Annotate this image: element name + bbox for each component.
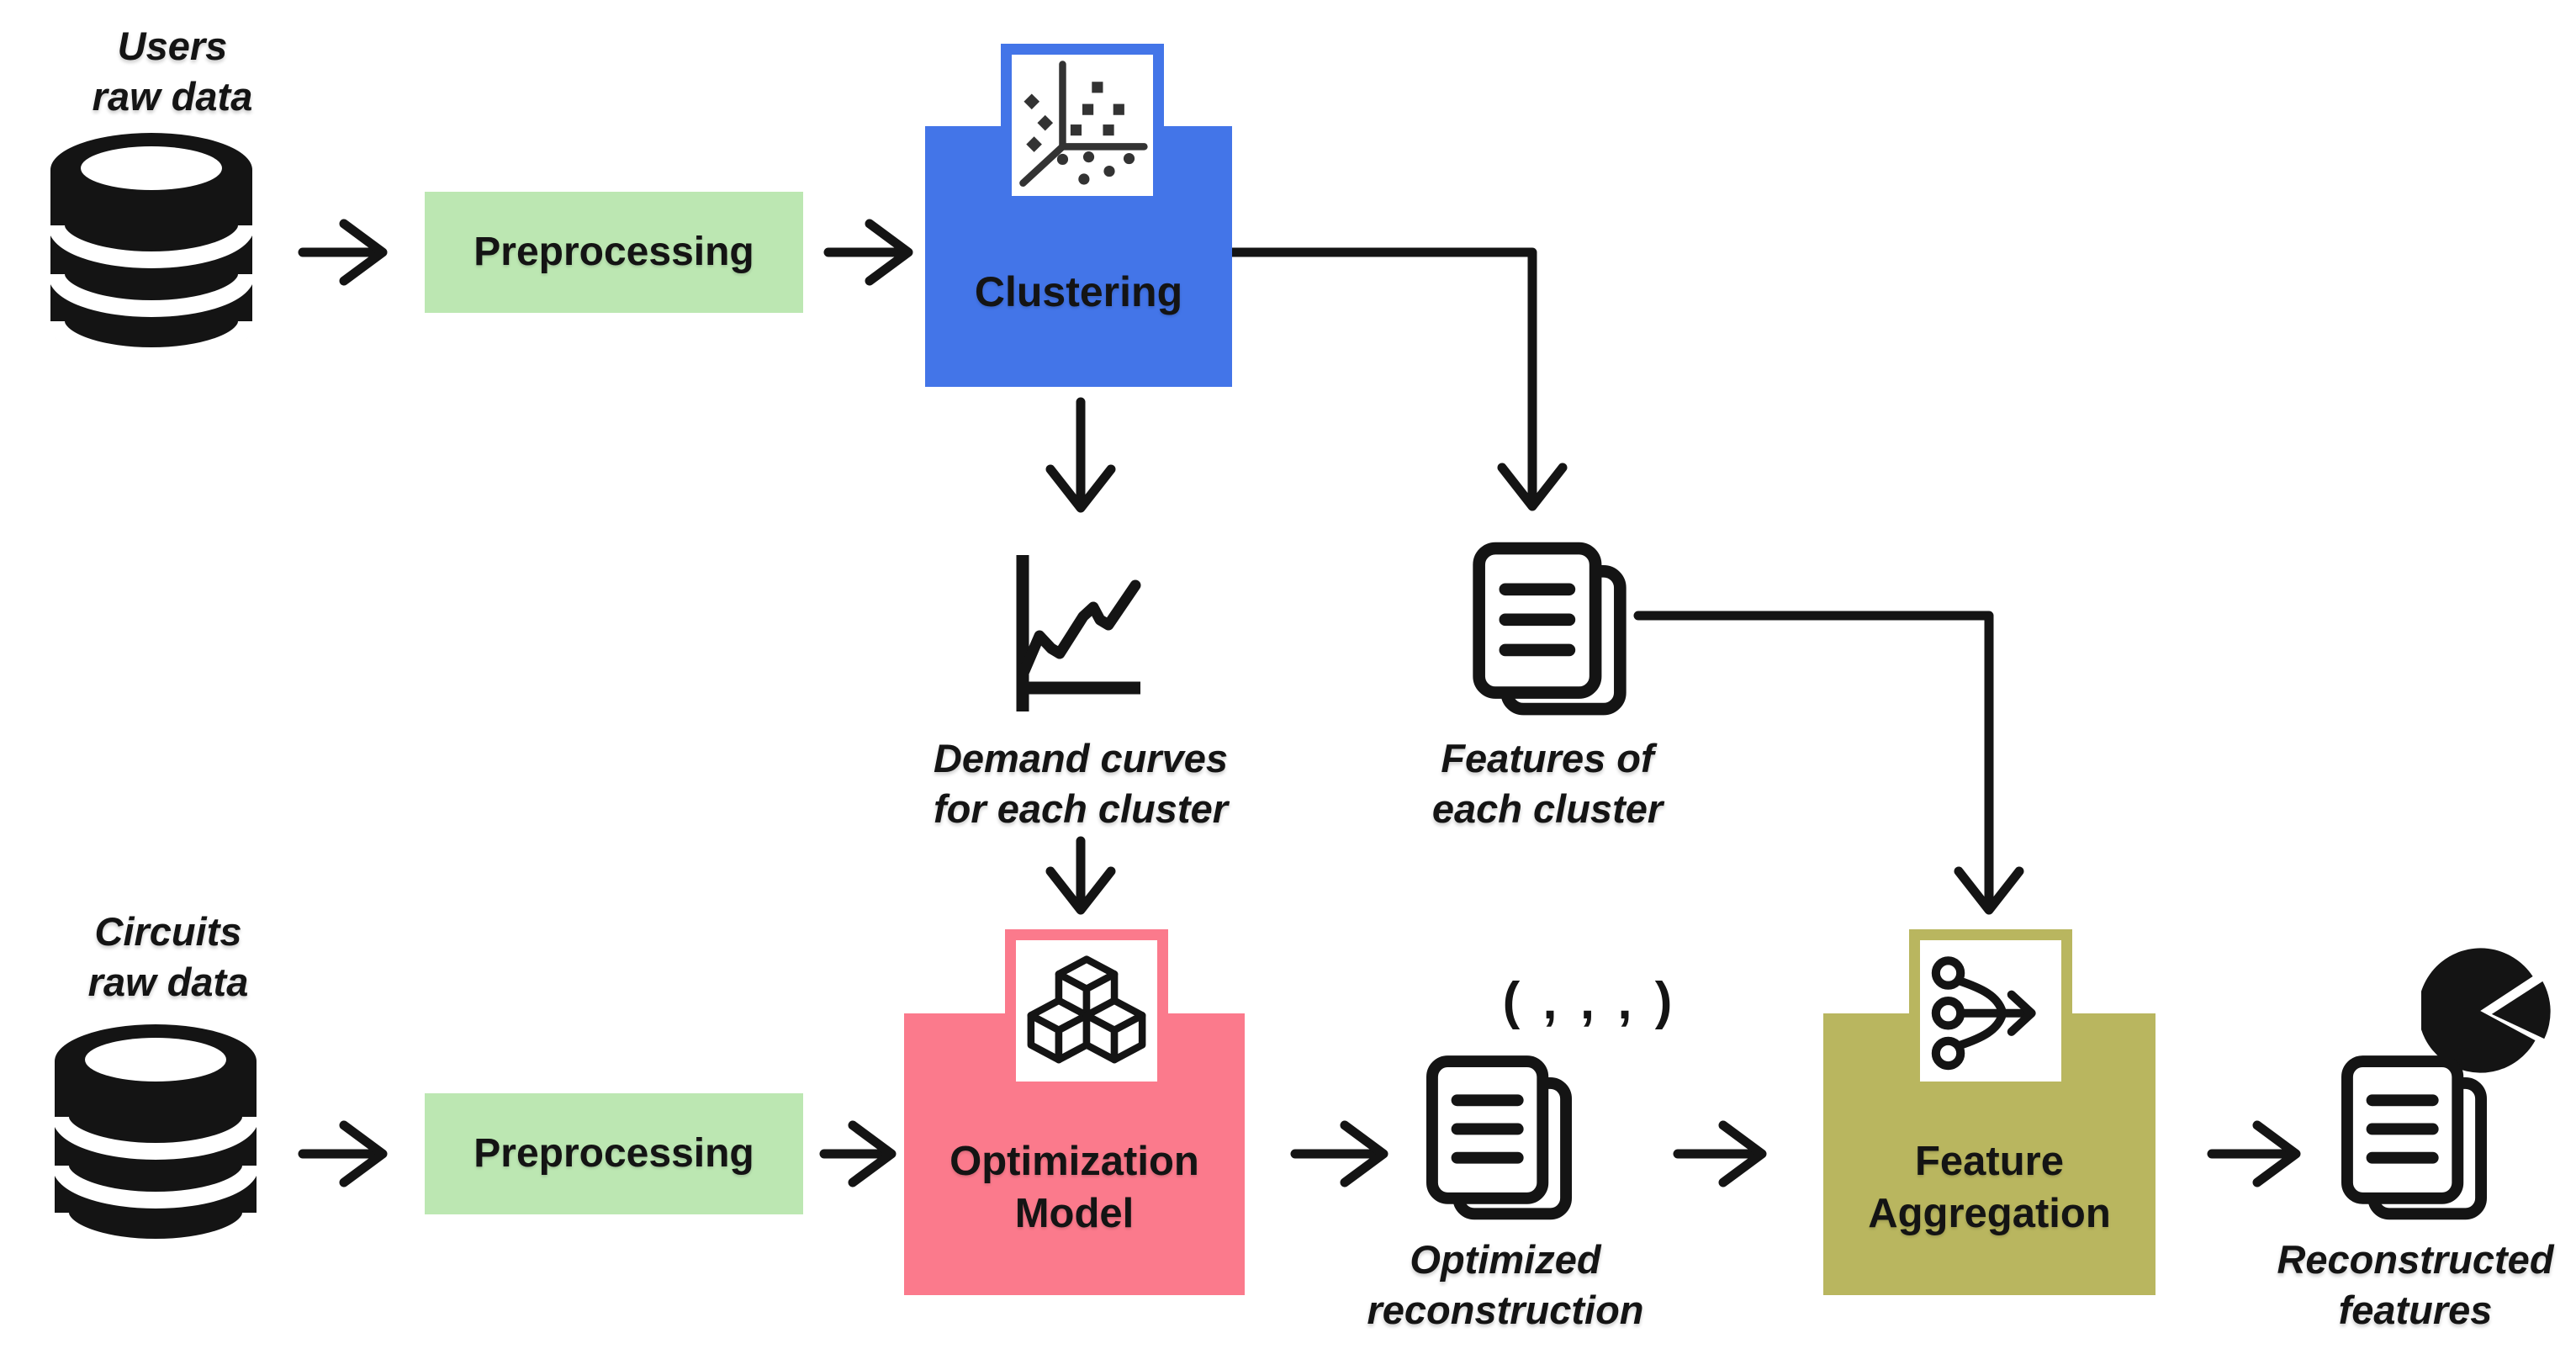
circuits-raw-data-label: Circuits raw data [42,907,294,1008]
elbow-cluster-features-to-aggregation [1633,611,2024,915]
optimized-reconstruction-line1: Optimized [1410,1237,1601,1282]
preprocessing-top-box: Preprocessing [425,192,803,313]
line-chart-icon [1016,555,1141,711]
optimization-model-line1: Optimization [949,1139,1199,1184]
arrow-users-to-preprocessing [298,219,388,286]
aggregation-icon-panel [1909,929,2072,1092]
arrow-aggregation-to-reconstructed [2207,1120,2301,1187]
preprocessing-bottom-box: Preprocessing [425,1093,803,1214]
feature-aggregation-line2: Aggregation [1868,1191,2111,1236]
arrow-reconstruction-to-aggregation [1673,1120,1767,1187]
optimization-model-line2: Model [1014,1191,1135,1236]
optimized-reconstruction-line2: reconstruction [1367,1288,1644,1332]
elbow-clustering-to-cluster-features [1227,247,1568,511]
arrow-preprocessing-to-optimization [819,1120,897,1187]
preprocessing-bottom-label: Preprocessing [473,1131,754,1176]
feature-aggregation-line1: Feature [1914,1139,2064,1184]
documents-icon [1421,1053,1577,1225]
demand-curves-label: Demand curves for each cluster [912,733,1249,834]
clustering-icon-panel [1001,44,1164,207]
reconstructed-features-line2: features [2338,1288,2493,1332]
optimization-model-label: Optimization Model [904,1135,1245,1240]
feature-aggregation-label: Feature Aggregation [1823,1135,2155,1240]
circuits-raw-data-line1: Circuits [94,909,242,954]
documents-icon [2336,1053,2492,1225]
database-icon [42,1018,269,1261]
arrow-clustering-to-demand-curves [1045,397,1116,513]
arrow-optimization-to-reconstruction [1290,1120,1389,1187]
optimization-icon-panel [1005,929,1168,1092]
scatter-plot-3d-icon [1019,61,1148,187]
documents-icon [1468,532,1632,729]
clustering-label: Clustering [974,268,1183,315]
pie-chart-icon [2421,948,2551,1073]
reconstructed-features-line1: Reconstructed [2277,1237,2554,1282]
cluster-features-line1: Features of [1441,736,1654,780]
cluster-features-label: Features of each cluster [1379,733,1716,834]
tuple-annotation: ( , , , ) [1502,972,1677,1030]
merge-arrow-icon [1931,956,2036,1071]
arrow-preprocessing-to-clustering [823,219,913,286]
arrow-demand-curves-to-optimization [1045,836,1116,915]
circuits-raw-data-line2: raw data [87,960,249,1004]
cubes-icon [1027,955,1146,1064]
optimized-reconstruction-label: Optimized reconstruction [1337,1235,1674,1335]
reconstructed-features-label: Reconstructed features [2247,1235,2576,1335]
users-raw-data-line2: raw data [92,74,253,119]
database-icon [38,126,265,370]
users-raw-data-label: Users raw data [46,21,299,122]
demand-curves-line1: Demand curves [933,736,1229,780]
preprocessing-top-label: Preprocessing [473,230,754,274]
users-raw-data-line1: Users [117,24,228,68]
arrow-circuits-to-preprocessing [298,1120,388,1187]
cluster-features-line2: each cluster [1431,786,1664,831]
demand-curves-line2: for each cluster [933,786,1229,831]
